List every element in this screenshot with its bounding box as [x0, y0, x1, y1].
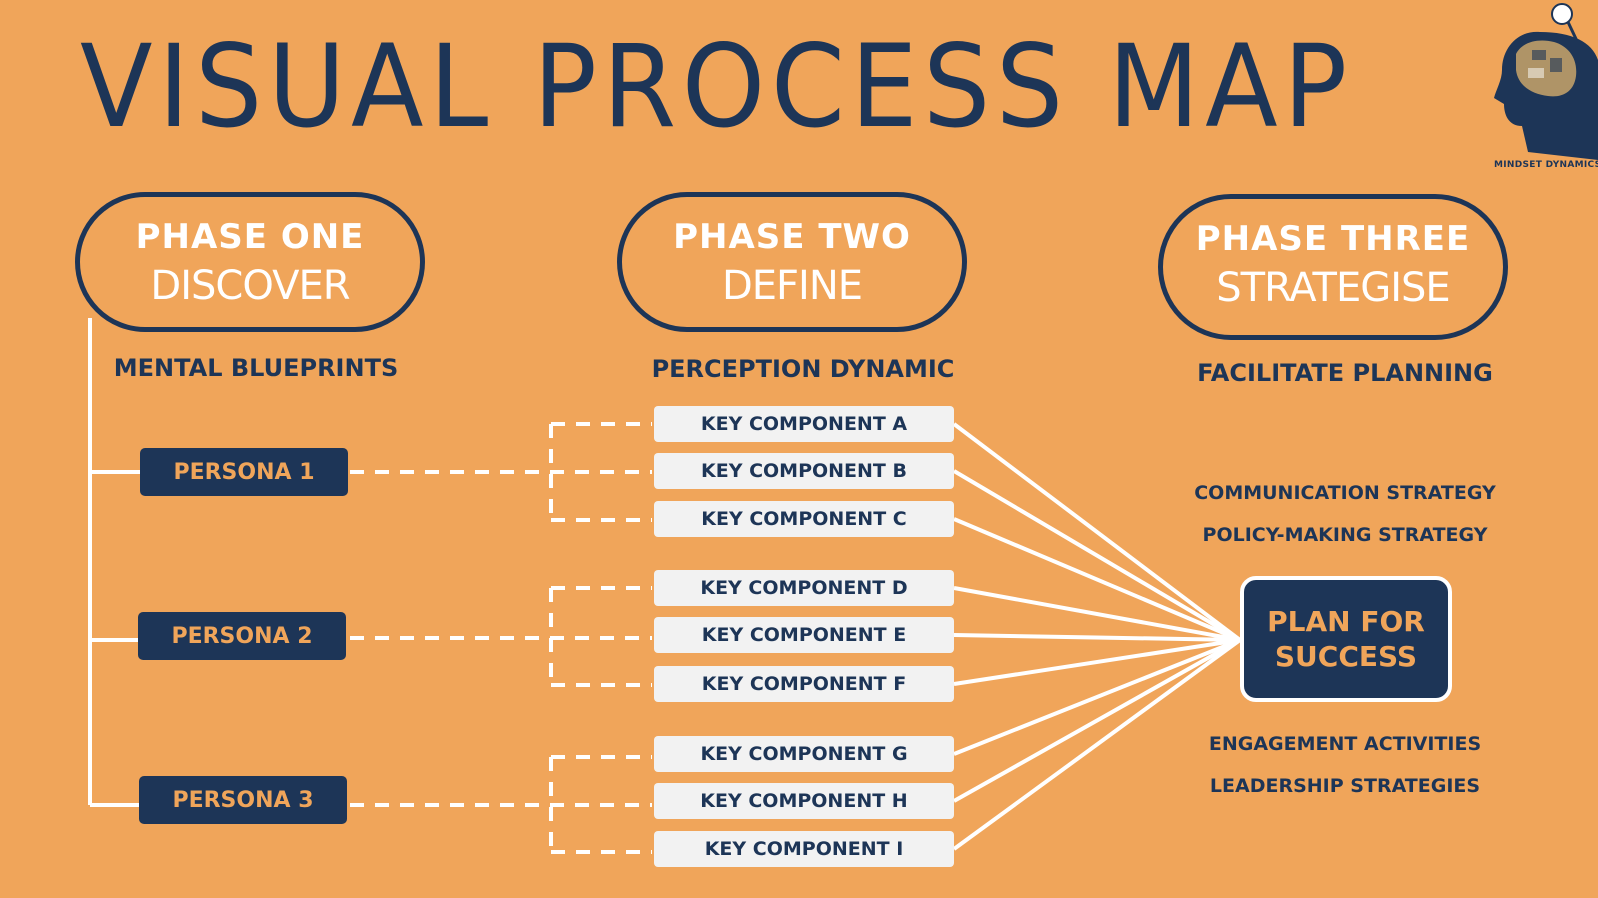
phase-two-label: PHASE TWO: [673, 217, 911, 257]
key-component-i: KEY COMPONENT I: [654, 831, 954, 867]
fan-line-h: [953, 638, 1241, 803]
fan-line-a: [952, 422, 1242, 642]
strategy-engagement: ENGAGEMENT ACTIVITIES: [1208, 733, 1482, 755]
page-title: VISUAL PROCESS MAP: [80, 20, 1353, 153]
persona-3-box: PERSONA 3: [139, 776, 347, 824]
fan-line-c: [953, 517, 1241, 642]
phase-two-pill: PHASE TWO DEFINE: [617, 192, 967, 332]
strategy-communication: COMMUNICATION STRATEGY: [1194, 482, 1496, 504]
plan-line-2: SUCCESS: [1274, 640, 1418, 673]
fan-line-g: [953, 638, 1241, 756]
key-component-h: KEY COMPONENT H: [654, 783, 954, 819]
phase-one-stage: DISCOVER: [150, 263, 350, 309]
plan-line-1: PLAN FOR: [1267, 605, 1425, 638]
strategy-policy-making: POLICY-MAKING STRATEGY: [1202, 524, 1488, 546]
phase-three-pill: PHASE THREE STRATEGISE: [1158, 194, 1508, 340]
lightbulb-icon: [1551, 3, 1573, 25]
key-component-b: KEY COMPONENT B: [654, 453, 954, 489]
fan-line-f: [953, 638, 1241, 686]
fan-line-e: [953, 633, 1241, 642]
plan-for-success-box: PLAN FOR SUCCESS: [1240, 576, 1452, 702]
key-component-g: KEY COMPONENT G: [654, 736, 954, 772]
key-component-c: KEY COMPONENT C: [654, 501, 954, 537]
phase-two-stage: DEFINE: [721, 263, 863, 309]
phase-one-subtitle: MENTAL BLUEPRINTS: [113, 354, 399, 382]
key-component-f: KEY COMPONENT F: [654, 666, 954, 702]
phase-three-label: PHASE THREE: [1195, 219, 1471, 259]
persona-2-box: PERSONA 2: [138, 612, 346, 660]
key-component-e: KEY COMPONENT E: [654, 617, 954, 653]
strategy-leadership: LEADERSHIP STRATEGIES: [1209, 775, 1481, 797]
phase-three-subtitle: FACILITATE PLANNING: [1197, 359, 1493, 387]
phase-three-stage: STRATEGISE: [1216, 265, 1450, 311]
phase-two-subtitle: PERCEPTION DYNAMIC: [651, 355, 955, 383]
phase-one-pill: PHASE ONE DISCOVER: [75, 192, 425, 332]
persona-1-box: PERSONA 1: [140, 448, 348, 496]
key-component-a: KEY COMPONENT A: [654, 406, 954, 442]
logo-text: MINDSET DYNAMICS: [1494, 160, 1598, 170]
fan-line-b: [952, 469, 1242, 642]
fan-line-i: [952, 638, 1242, 851]
mindset-dynamics-logo: [1494, 3, 1598, 161]
fan-line-d: [953, 586, 1241, 642]
phase-one-label: PHASE ONE: [135, 217, 365, 257]
key-component-d: KEY COMPONENT D: [654, 570, 954, 606]
